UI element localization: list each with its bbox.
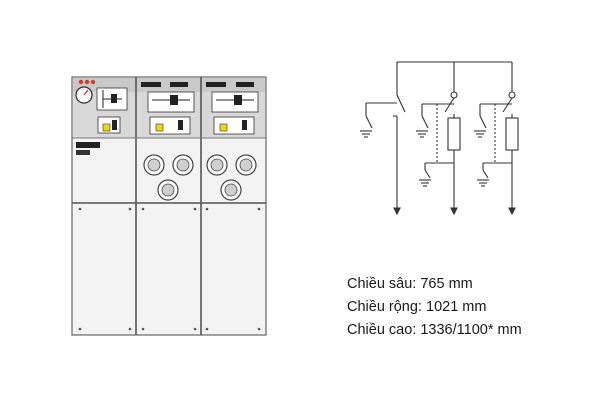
earth-icon: [474, 130, 486, 138]
black-knob: [112, 120, 117, 130]
door-screw: [257, 327, 261, 331]
door-screw: [141, 207, 145, 211]
bushing-cap-icon: [172, 154, 194, 176]
switch-blade: [396, 94, 406, 113]
cable-arrow-icon: [393, 207, 401, 216]
door-screw: [128, 207, 132, 211]
earth-icon: [360, 130, 372, 138]
label-plate: [170, 82, 188, 87]
spec-width: Chiều rộng: 1021 mm: [347, 296, 522, 319]
bay-3: [205, 82, 261, 331]
door-screw: [128, 327, 132, 331]
fuse-icon: [505, 117, 519, 151]
bay-1: [75, 79, 132, 331]
cable-arrow-icon: [508, 207, 516, 216]
earth-switch-blade: [365, 115, 373, 129]
mimic-switch: [234, 95, 242, 105]
gauge-needle: [83, 89, 89, 96]
door-screw: [78, 327, 82, 331]
door-screw: [141, 327, 145, 331]
earth-icon: [419, 179, 431, 187]
earth-icon: [416, 130, 428, 138]
spec-label: Chiều cao:: [347, 322, 417, 338]
black-knob: [178, 120, 183, 130]
mimic-switch: [170, 95, 178, 105]
black-knob: [242, 120, 247, 130]
feeder-3: [474, 91, 519, 216]
bushing-cap-icon: [157, 179, 179, 201]
earth-icon: [477, 179, 489, 187]
spec-value: 1336/1100* mm: [420, 322, 522, 338]
interlock-ring-icon: [508, 91, 516, 99]
earth-switch-blade: [424, 169, 431, 179]
feeder-2: [416, 91, 461, 216]
interlock-ring-icon: [450, 91, 458, 99]
bushing-cap-icon: [235, 154, 257, 176]
label-plate: [76, 150, 90, 155]
fuse-icon: [447, 117, 461, 151]
bushing-cap-icon: [220, 179, 242, 201]
label-plate: [141, 82, 161, 87]
spec-value: 1021 mm: [426, 299, 487, 315]
switch-blade: [502, 97, 513, 113]
bushing-cap-icon: [206, 154, 228, 176]
door-screw: [78, 207, 82, 211]
spec-value: 765 mm: [420, 276, 473, 292]
label-plate: [236, 82, 254, 87]
yellow-indicator: [155, 123, 164, 132]
earth-switch-blade: [482, 169, 489, 179]
door-screw: [193, 207, 197, 211]
yellow-indicator: [102, 123, 111, 132]
switch-blade: [444, 97, 455, 113]
label-plate: [76, 142, 100, 148]
indicator-lamp: [78, 79, 84, 85]
door-screw: [205, 207, 209, 211]
indicator-lamp: [84, 79, 90, 85]
earth-switch-blade: [421, 115, 429, 129]
door-screw: [193, 327, 197, 331]
door-screw: [205, 327, 209, 331]
earth-switch-blade: [479, 115, 487, 129]
dimension-specs: Chiều sâu: 765 mm Chiều rộng: 1021 mm Ch…: [347, 273, 522, 342]
bushing-cap-icon: [143, 154, 165, 176]
cable-arrow-icon: [450, 207, 458, 216]
spec-height: Chiều cao: 1336/1100* mm: [347, 319, 522, 342]
feeder-1: [360, 94, 406, 216]
door-screw: [257, 207, 261, 211]
bay-2: [141, 82, 197, 331]
label-plate: [206, 82, 226, 87]
spec-depth: Chiều sâu: 765 mm: [347, 273, 522, 296]
spec-label: Chiều sâu:: [347, 276, 417, 292]
indicator-lamp: [90, 79, 96, 85]
yellow-indicator: [219, 123, 228, 132]
spec-label: Chiều rộng:: [347, 299, 422, 315]
mimic-switch: [111, 94, 117, 103]
